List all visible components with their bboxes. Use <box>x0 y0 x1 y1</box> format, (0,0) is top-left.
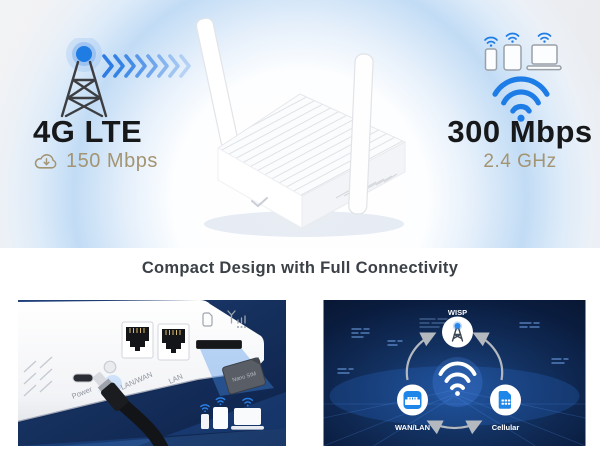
lte-speed-row: 150 Mbps <box>33 150 158 173</box>
perspective-streaks <box>323 389 586 446</box>
antenna-left-icon <box>195 17 239 149</box>
cloud-download-icon <box>34 154 57 169</box>
connectivity-diagram-image: WISP <box>323 300 586 446</box>
wifi-icon <box>492 76 550 122</box>
phone-icon <box>484 48 498 71</box>
lte-speed-label: 150 Mbps <box>66 150 158 172</box>
router-back-face <box>18 300 264 422</box>
wireless-devices-icon <box>200 397 264 430</box>
sim-slot <box>195 339 243 350</box>
wireless-devices-icon <box>484 32 562 71</box>
signal-chevrons-icon <box>102 54 191 78</box>
wisp-node <box>442 316 473 348</box>
usb-cable-plug <box>92 372 169 446</box>
wifi-title: 300 Mbps <box>447 114 593 149</box>
tablet-icon <box>503 44 522 71</box>
back-panel-image: Power WPS LAN/WAN LAN <box>18 300 286 446</box>
tower-icon <box>451 328 464 342</box>
wan-lan-node <box>397 384 428 416</box>
wifi-icon <box>432 357 483 407</box>
router-body <box>217 93 407 229</box>
usb-c-port <box>72 373 94 383</box>
wan-lan-label: WAN/LAN <box>395 423 430 432</box>
cudy-logo <box>251 197 268 208</box>
cellular-node <box>490 384 521 416</box>
antenna-right-icon <box>348 53 374 215</box>
cycle-arrows <box>405 332 504 435</box>
vent-icon <box>23 356 53 397</box>
wisp-label: WISP <box>448 308 467 317</box>
sim-icon <box>498 391 511 409</box>
lte-title: 4G LTE <box>33 114 143 149</box>
ethernet-icon <box>403 391 422 409</box>
nano-sim-card: Nano SIM <box>222 357 266 395</box>
sim-card-icon <box>202 312 213 327</box>
section-heading: Compact Design with Full Connectivity <box>141 259 459 277</box>
hero-section: 4G LTE 150 Mbps <box>0 0 600 248</box>
laptop-base-icon <box>526 65 562 71</box>
wifi-mini-icons <box>484 32 552 44</box>
wifi-band-label: 2.4 GHz <box>483 151 557 172</box>
signal-strength-icon <box>227 310 246 328</box>
laptop-screen-icon <box>531 44 558 65</box>
digital-blocks <box>337 322 569 374</box>
router-illustration <box>195 17 407 237</box>
cellular-label: Cellular <box>492 423 520 432</box>
ethernet-port-lan <box>157 323 190 361</box>
wps-button <box>103 360 117 374</box>
cell-tower-icon <box>60 38 108 118</box>
ethernet-port-lan-wan <box>121 321 154 359</box>
